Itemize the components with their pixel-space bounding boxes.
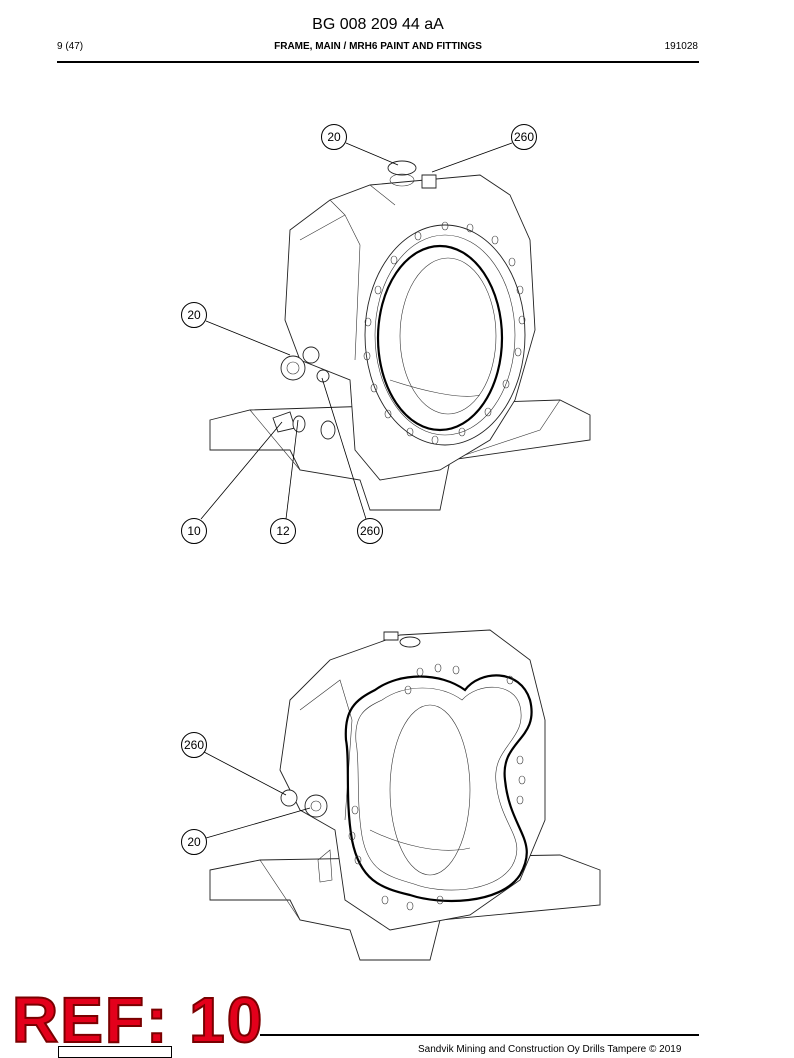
date-code: 191028	[664, 41, 698, 52]
svg-text:260: 260	[514, 130, 534, 144]
footer-copyright: Sandvik Mining and Construction Oy Drill…	[418, 1044, 682, 1055]
svg-text:20: 20	[187, 835, 201, 849]
company-logo	[58, 1046, 172, 1058]
callout-12: 12	[270, 518, 296, 544]
callout-20-top: 20	[321, 124, 347, 150]
upper-frame-drawing	[209, 160, 591, 511]
document-number: BG 008 209 44 aA	[312, 16, 444, 33]
section-title: FRAME, MAIN / MRH6 PAINT AND FITTINGS	[274, 41, 482, 52]
callout-260-top: 260	[511, 124, 537, 150]
lower-inner-bore	[389, 704, 471, 876]
upper-front-flange	[364, 224, 526, 446]
lower-frame-body	[279, 629, 546, 931]
page-number: 9 (47)	[57, 41, 84, 52]
callout-260-side: 260	[357, 518, 383, 544]
svg-text:20: 20	[187, 308, 201, 322]
svg-text:260: 260	[184, 738, 204, 752]
ref-stamp: REF: 10	[11, 983, 265, 1057]
callout-20-lower: 20	[181, 829, 207, 855]
callout-20-side: 20	[181, 302, 207, 328]
footer-rule	[260, 1034, 699, 1036]
callout-260-lower: 260	[181, 732, 207, 758]
lower-side-plug-small	[280, 789, 298, 807]
svg-text:260: 260	[360, 524, 380, 538]
upper-top-screw	[421, 174, 437, 189]
upper-top-plug	[387, 160, 417, 176]
svg-text:20: 20	[327, 130, 341, 144]
lower-top-screw	[383, 631, 399, 641]
lower-leader-lines	[203, 751, 311, 839]
lower-side-plug-large	[304, 794, 328, 818]
svg-text:10: 10	[187, 524, 201, 538]
callout-10: 10	[181, 518, 207, 544]
lower-frame-drawing	[209, 629, 601, 961]
lower-gasket	[344, 674, 533, 903]
svg-text:12: 12	[276, 524, 290, 538]
upper-leader-lines	[200, 142, 513, 520]
lower-bolt-holes	[348, 663, 526, 911]
header-rule	[57, 61, 699, 63]
upper-bolt-holes	[363, 221, 526, 445]
upper-side-plug	[280, 355, 306, 381]
